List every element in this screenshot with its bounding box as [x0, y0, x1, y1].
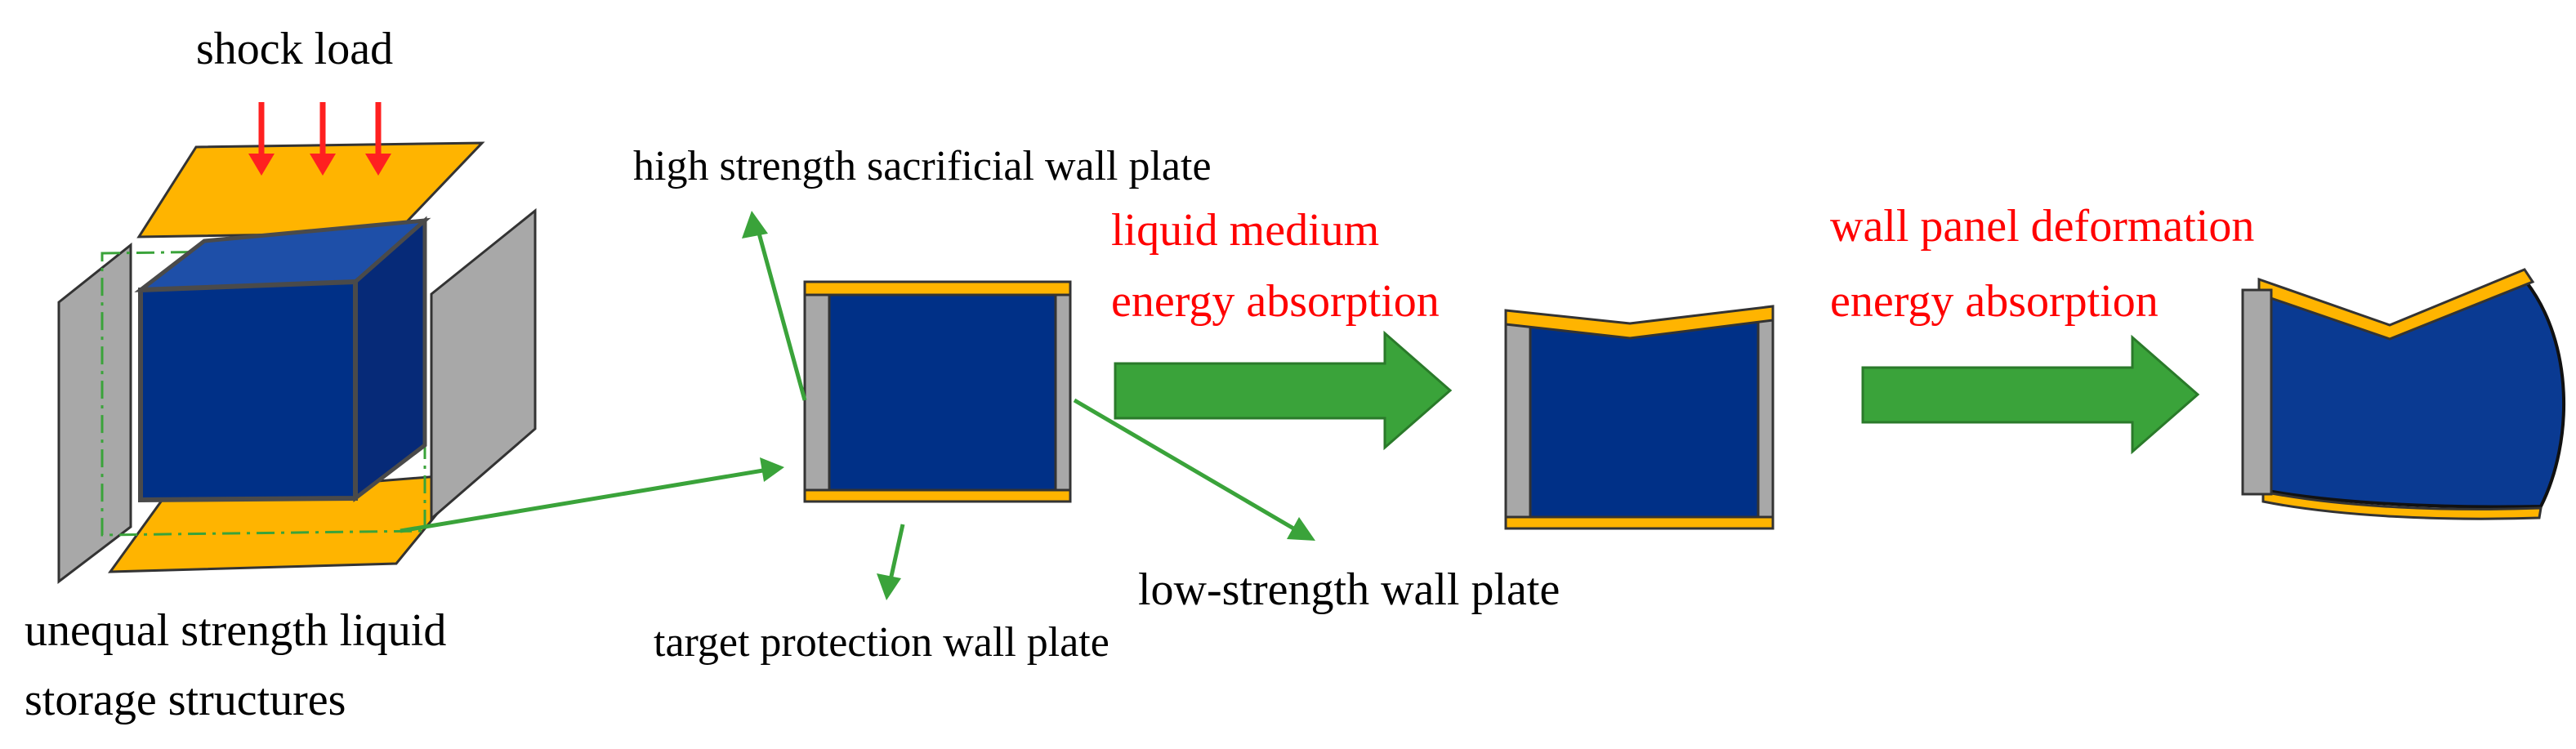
- label-target-protection-plate: target protection wall plate: [654, 619, 1109, 666]
- label-liquid-medium: liquid medium: [1111, 205, 1380, 256]
- label-storage-structures: storage structures: [25, 675, 346, 725]
- section3-liquid: [2261, 279, 2566, 509]
- label-high-strength-plate: high strength sacrificial wall plate: [633, 143, 1212, 189]
- section1-bottom-plate: [803, 488, 1072, 503]
- cube-front-face: [138, 279, 358, 503]
- section1-top-plate: [803, 280, 1072, 296]
- label-low-strength-plate: low-strength wall plate: [1138, 564, 1560, 615]
- cross-section-liquid-absorption: [1504, 305, 1775, 530]
- callout-high-strength: [742, 211, 807, 401]
- section2-liquid: [1516, 320, 1765, 517]
- section1-left-plate: [803, 292, 831, 494]
- label-wall-energy-absorption: energy absorption: [1830, 276, 2159, 327]
- section2-top-plate: [1504, 305, 1775, 340]
- process-arrow-1: [1114, 330, 1453, 451]
- callout-low-strength: [1073, 398, 1315, 541]
- connector-structure-to-section: [400, 457, 784, 533]
- section2-right-plate: [1757, 319, 1775, 519]
- section1-liquid: [817, 296, 1062, 490]
- label-wall-panel-deformation: wall panel deformation: [1830, 201, 2255, 252]
- section3-bottom-plate: [2261, 490, 2543, 520]
- cross-section-initial: [803, 280, 1072, 503]
- cross-section-wall-deformation: [2241, 268, 2566, 520]
- label-liquid-energy-absorption: energy absorption: [1111, 276, 1440, 327]
- callout-target-protection: [877, 524, 905, 600]
- top-plate: [136, 141, 485, 239]
- section2-bottom-plate: [1504, 515, 1775, 530]
- process-arrow-2: [1861, 334, 2200, 455]
- storage-structure-3d: [57, 102, 537, 585]
- shock-load-arrows: [248, 102, 391, 176]
- label-shock-load: shock load: [196, 24, 394, 74]
- section2-left-plate: [1504, 323, 1532, 519]
- left-side-plate: [57, 242, 132, 585]
- label-unequal-strength: unequal strength liquid: [25, 605, 447, 656]
- section3-left-plate: [2241, 288, 2273, 496]
- section1-right-plate: [1054, 292, 1072, 494]
- right-side-plate: [430, 207, 537, 522]
